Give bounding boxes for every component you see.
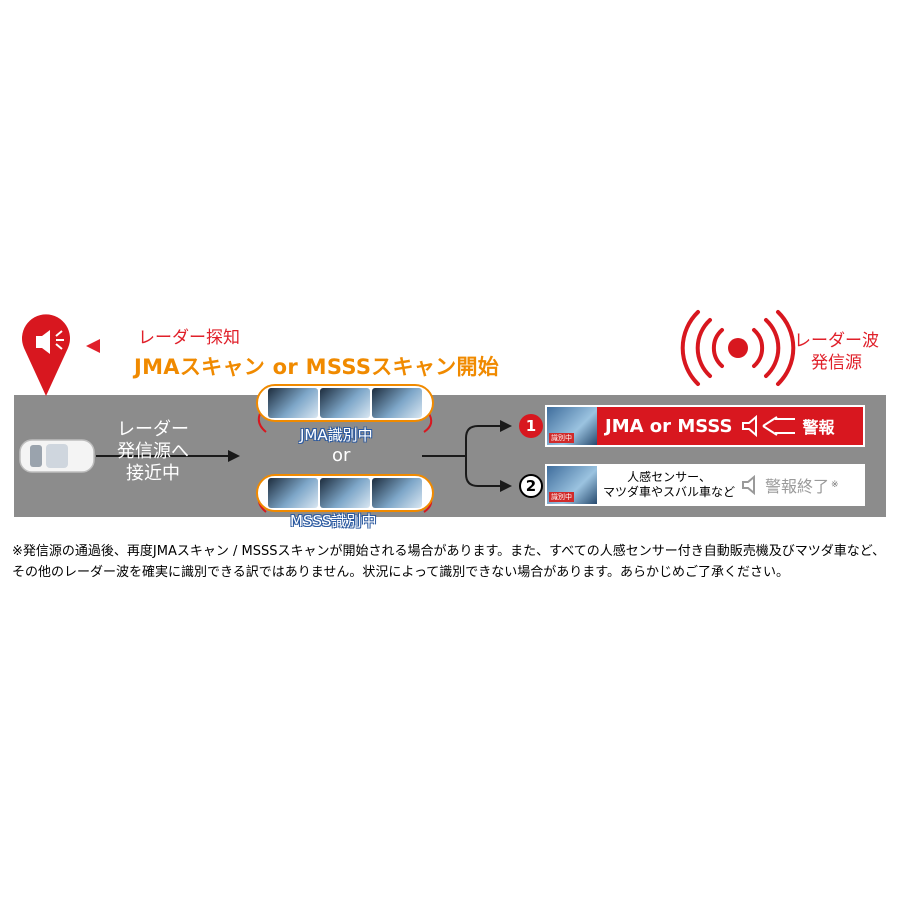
or-label: or — [332, 445, 351, 466]
footnote: ※発信源の通過後、再度JMAスキャン / MSSSスキャンが開始される場合があり… — [12, 544, 886, 580]
detect-arrowhead — [86, 339, 100, 353]
result-1-body: JMA or MSSS 警報 — [597, 407, 863, 445]
msss-scan-label: MSSS識別中 — [290, 512, 377, 530]
msss-scan-pill — [256, 474, 434, 512]
branch-down — [465, 456, 506, 487]
result-2-action: 警報終了 — [765, 477, 830, 496]
result-1-text: JMA or MSSS — [605, 415, 733, 437]
result-1-number: 1 — [519, 414, 543, 438]
msss-thumb-3 — [372, 478, 422, 508]
result-2-line2: マツダ車やスバル車など — [603, 485, 736, 499]
jma-thumb-1 — [268, 388, 318, 418]
approach-line3: 接近中 — [126, 463, 180, 484]
branch-up — [465, 425, 506, 456]
approach-arrowhead — [228, 450, 240, 462]
msss-thumb-2 — [320, 478, 370, 508]
car-icon — [19, 439, 95, 473]
speaker-alert-icon — [22, 314, 70, 396]
result-2-body: 人感センサー、 マツダ車やスバル車など 警報終了 ※ — [597, 466, 863, 504]
branch-up-arrowhead — [500, 420, 512, 432]
radar-source-label: レーダー波 発信源 — [794, 330, 879, 374]
approach-line1: レーダー — [117, 419, 189, 440]
jma-scan-pill — [256, 384, 434, 422]
radar-source-line1: レーダー波 — [794, 331, 879, 351]
branch-down-arrowhead — [500, 480, 512, 492]
approach-line2: 発信源へ — [117, 441, 189, 462]
result-2-tag: 識別中 — [549, 492, 574, 502]
result-1-box: 識別中 JMA or MSSS 警報 — [545, 405, 865, 447]
approach-label: レーダー 発信源へ 接近中 — [103, 419, 203, 485]
radar-source-line2: 発信源 — [811, 353, 862, 373]
result-2-text: 人感センサー、 マツダ車やスバル車など — [603, 470, 735, 500]
speaker-alert-icon — [741, 414, 795, 438]
result-2-note-mark: ※ — [831, 480, 839, 490]
result-2-thumb: 識別中 — [547, 466, 597, 504]
detect-label: レーダー探知 — [138, 328, 240, 348]
jma-thumb-2 — [320, 388, 370, 418]
result-2-number: 2 — [519, 474, 543, 498]
result-2-line1: 人感センサー、 — [627, 470, 711, 484]
scan-start-label: JMAスキャン or MSSSスキャン開始 — [134, 355, 500, 379]
result-1-thumb: 識別中 — [547, 407, 597, 445]
radar-wave-icon — [680, 310, 796, 386]
msss-thumb-1 — [268, 478, 318, 508]
result-1-tag: 識別中 — [549, 433, 574, 443]
jma-thumb-3 — [372, 388, 422, 418]
result-1-action: 警報 — [802, 418, 835, 437]
speaker-muted-icon — [742, 475, 756, 495]
jma-scan-label: JMA識別中 — [300, 426, 373, 444]
result-2-box: 識別中 人感センサー、 マツダ車やスバル車など 警報終了 ※ — [545, 464, 865, 506]
